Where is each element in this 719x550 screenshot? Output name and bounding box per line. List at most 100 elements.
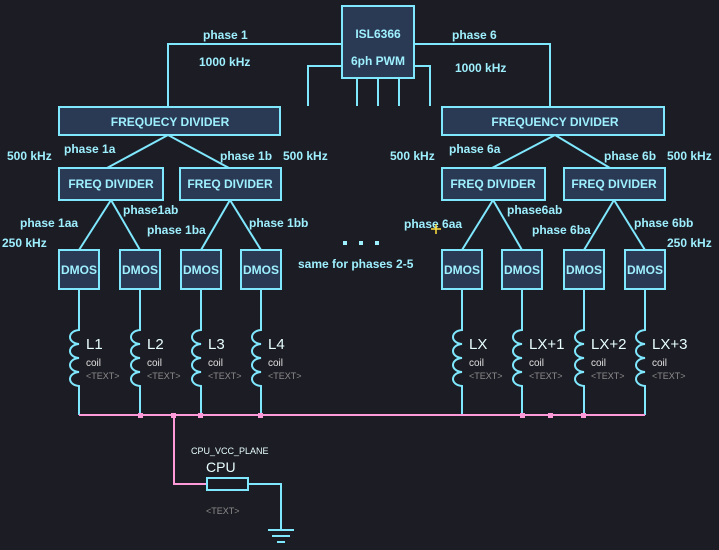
dmos-1[interactable]: [58, 249, 100, 290]
dmos-3[interactable]: [180, 249, 222, 290]
coil-name: LX: [469, 336, 487, 353]
coil-type: coil: [652, 358, 667, 369]
same-for-phases-note: same for phases 2-5: [298, 257, 414, 271]
coil-2[interactable]: L2 coil <TEXT>: [130, 289, 181, 415]
coil-type: coil: [529, 358, 544, 369]
pwm-controller-box[interactable]: [341, 5, 415, 79]
phase-1b-label: phase 1b: [220, 149, 272, 163]
coil-text-placeholder: <TEXT>: [208, 371, 242, 381]
dmos-7[interactable]: [563, 249, 605, 290]
freq-divider-1b-label: FREQ DIVIDER: [187, 177, 273, 191]
frequency-divider-right-label: FREQUENCY DIVIDER: [491, 115, 618, 129]
coil-text-placeholder: <TEXT>: [591, 371, 625, 381]
divider-fanout-lines: [106, 134, 611, 169]
freq-500-label-3: 500 kHz: [390, 149, 435, 163]
controller-pins: [167, 43, 551, 108]
phase-1ba-label: phase 1ba: [147, 223, 206, 237]
coil-group: L1 coil <TEXT> L2 coil <TEXT> L3 coil <TEXT> L4 co…: [69, 289, 687, 415]
phase-1-label: phase 1: [203, 28, 248, 42]
phase-1aa-label: phase 1aa: [20, 216, 78, 230]
coil-4[interactable]: L4 coil <TEXT>: [251, 289, 302, 415]
cpu-resistor[interactable]: [206, 477, 249, 491]
coil-winding: [69, 289, 80, 415]
coil-type: coil: [86, 358, 101, 369]
ellipsis-dots: [343, 241, 379, 245]
dmos-2-label: DMOS: [122, 263, 158, 277]
freq-divider-6b[interactable]: [563, 167, 666, 201]
phase-1a-label: phase 1a: [64, 142, 116, 156]
coil-7[interactable]: LX+2 coil <TEXT>: [574, 289, 626, 415]
dmos-row: DMOS DMOS DMOS DMOS DMOS DMOS DMOS DMOS: [58, 249, 666, 290]
frequency-divider-left[interactable]: [58, 106, 281, 136]
cpu-text-placeholder: <TEXT>: [206, 506, 240, 516]
dmos-1-label: DMOS: [61, 263, 97, 277]
ground-icon: [268, 529, 294, 543]
coil-type: coil: [268, 358, 283, 369]
freq-250-label-left: 250 kHz: [2, 236, 47, 250]
coil-winding: [251, 289, 262, 415]
controller-mode: 6ph PWM: [351, 54, 405, 68]
coil-type: coil: [208, 358, 223, 369]
phase-1ab-label: phase1ab: [123, 203, 178, 217]
coil-winding: [191, 289, 202, 415]
dmos-8-label: DMOS: [627, 263, 663, 277]
coil-winding: [635, 289, 646, 415]
coil-type: coil: [147, 358, 162, 369]
coil-type: coil: [591, 358, 606, 369]
coil-text-placeholder: <TEXT>: [529, 371, 563, 381]
frequency-divider-right[interactable]: [441, 106, 665, 136]
coil-5[interactable]: LX coil <TEXT>: [452, 289, 503, 415]
coil-name: L3: [208, 336, 225, 353]
dmos-8[interactable]: [624, 249, 666, 290]
coil-name: LX+1: [529, 336, 564, 353]
coil-text-placeholder: <TEXT>: [652, 371, 686, 381]
freq-500-label-4: 500 kHz: [667, 149, 712, 163]
phase-1bb-label: phase 1bb: [249, 216, 308, 230]
freq-divider-6a[interactable]: [441, 167, 546, 201]
coil-6[interactable]: LX+1 coil <TEXT>: [512, 289, 564, 415]
phase-6aa-label: phase 6aa: [404, 217, 462, 231]
coil-text-placeholder: <TEXT>: [86, 371, 120, 381]
cpu-label: CPU: [206, 459, 236, 475]
freq-500-label-1: 500 kHz: [7, 149, 52, 163]
coil-3[interactable]: L3 coil <TEXT>: [191, 289, 242, 415]
coil-name: L4: [268, 336, 285, 353]
dmos-3-label: DMOS: [183, 263, 219, 277]
coil-name: LX+3: [652, 336, 687, 353]
freq-divider-1b[interactable]: [179, 167, 282, 201]
freq-divider-1a-label: FREQ DIVIDER: [68, 177, 154, 191]
dmos-4-label: DMOS: [243, 263, 279, 277]
coil-text-placeholder: <TEXT>: [268, 371, 302, 381]
crosshair-icon: [431, 224, 441, 234]
dmos-5-label: DMOS: [444, 263, 480, 277]
freq-500-label-2: 500 kHz: [283, 149, 328, 163]
ground-wire: [248, 483, 282, 530]
phase-6bb-label: phase 6bb: [634, 216, 693, 230]
coil-name: L2: [147, 336, 164, 353]
controller-name: ISL6366: [355, 27, 401, 41]
coil-winding: [512, 289, 523, 415]
frequency-divider-left-label: FREQUECY DIVIDER: [111, 115, 230, 129]
coil-winding: [130, 289, 141, 415]
dmos-7-label: DMOS: [566, 263, 602, 277]
coil-name: LX+2: [591, 336, 626, 353]
coil-winding: [452, 289, 463, 415]
phase-1-freq-label: 1000 kHz: [199, 55, 250, 69]
phase-6a-label: phase 6a: [449, 142, 501, 156]
coil-text-placeholder: <TEXT>: [147, 371, 181, 381]
coil-1[interactable]: L1 coil <TEXT>: [69, 289, 120, 415]
freq-250-label-right: 250 kHz: [667, 236, 712, 250]
coil-text-placeholder: <TEXT>: [469, 371, 503, 381]
dmos-fanout-lines: [78, 199, 646, 251]
coil-winding: [574, 289, 585, 415]
coil-name: L1: [86, 336, 103, 353]
dmos-6-label: DMOS: [504, 263, 540, 277]
phase-6ab-label: phase6ab: [507, 203, 562, 217]
cpu-feed-wire: [173, 415, 207, 485]
phase-6b-label: phase 6b: [604, 149, 656, 163]
phase-6ba-label: phase 6ba: [532, 223, 591, 237]
coil-type: coil: [469, 358, 484, 369]
coil-8[interactable]: LX+3 coil <TEXT>: [635, 289, 687, 415]
